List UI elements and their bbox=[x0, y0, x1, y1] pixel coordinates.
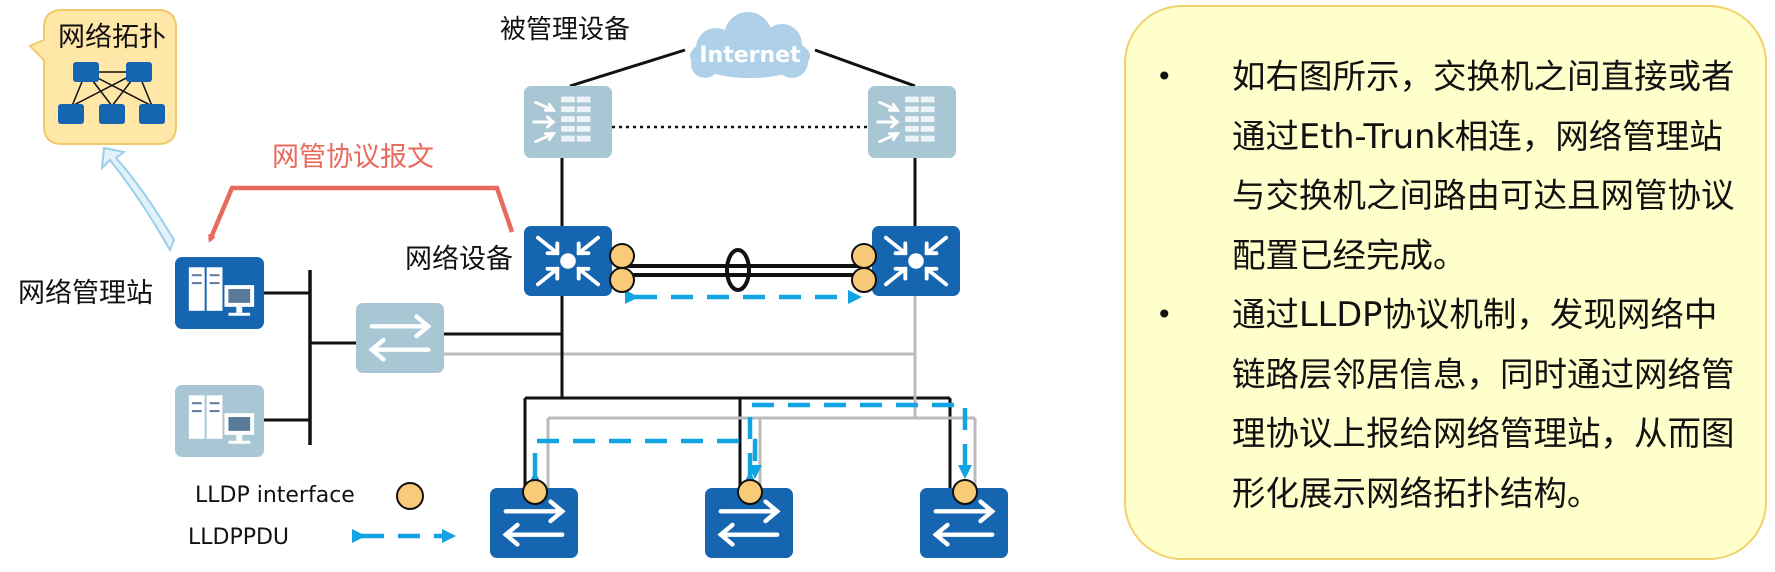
legend-lldp-interface-label: LLDP interface bbox=[195, 483, 355, 508]
lldp-interface-access-1 bbox=[522, 479, 548, 505]
core-switch-left bbox=[524, 226, 612, 296]
legend-lldp-interface-dot bbox=[396, 482, 424, 510]
lldppdu-left-path bbox=[528, 438, 762, 485]
lldp-interface-core-right-1 bbox=[851, 243, 877, 269]
legend-lldppdu-label: LLDPPDU bbox=[188, 525, 289, 550]
bubble-core-icon-1 bbox=[73, 62, 99, 82]
firewall-left bbox=[524, 86, 612, 158]
link-internet-fw-right bbox=[814, 48, 916, 88]
access-switch-3 bbox=[920, 488, 1008, 558]
bubble-core-icon-2 bbox=[126, 62, 152, 82]
nms-server-faded bbox=[175, 385, 264, 457]
agg-switch bbox=[356, 303, 444, 373]
firewall-right bbox=[868, 86, 956, 158]
explanation-list: 如右图所示，交换机之间直接或者通过Eth-Trunk相连，网络管理站与交换机之间… bbox=[1156, 47, 1735, 523]
bubble-switch-icon-3 bbox=[139, 104, 165, 124]
managed-devices-label: 被管理设备 bbox=[500, 15, 630, 45]
lldp-interface-core-left-2 bbox=[609, 267, 635, 293]
explanation-box: 如右图所示，交换机之间直接或者通过Eth-Trunk相连，网络管理站与交换机之间… bbox=[1124, 5, 1767, 560]
lldppdu-right-path bbox=[743, 402, 972, 485]
bubble-switch-icon-1 bbox=[58, 104, 84, 124]
lldp-interface-access-2 bbox=[737, 479, 763, 505]
bubble-switch-icon-2 bbox=[99, 104, 125, 124]
explanation-item-2: 通过LLDP协议机制，发现网络中链路层邻居信息，同时通过网络管理协议上报给网络管… bbox=[1156, 285, 1735, 523]
lldp-interface-access-3 bbox=[952, 479, 978, 505]
nms-label: 网络管理站 bbox=[18, 278, 153, 309]
network-device-label: 网络设备 bbox=[405, 244, 513, 275]
bubble-label: 网络拓扑 bbox=[58, 22, 166, 53]
explanation-item-1: 如右图所示，交换机之间直接或者通过Eth-Trunk相连，网络管理站与交换机之间… bbox=[1156, 47, 1735, 285]
internet-cloud bbox=[690, 12, 810, 78]
eth-trunk-ellipse bbox=[725, 248, 751, 292]
nms-server bbox=[175, 257, 264, 329]
access-switch-2 bbox=[705, 488, 793, 558]
report-curve-arrow bbox=[100, 146, 176, 253]
link-internet-fw-left bbox=[569, 48, 686, 88]
access-switch-1 bbox=[490, 488, 578, 558]
internet-label: Internet bbox=[699, 43, 801, 68]
lldp-interface-core-left-1 bbox=[609, 243, 635, 269]
lldp-interface-core-right-2 bbox=[851, 267, 877, 293]
protocol-message-label: 网管协议报文 bbox=[272, 142, 434, 173]
core-switch-right bbox=[872, 226, 960, 296]
network-topology-diagram: Internet 被管理设备 网络设备 bbox=[18, 9, 1008, 558]
protocol-message-arrow bbox=[207, 185, 515, 243]
